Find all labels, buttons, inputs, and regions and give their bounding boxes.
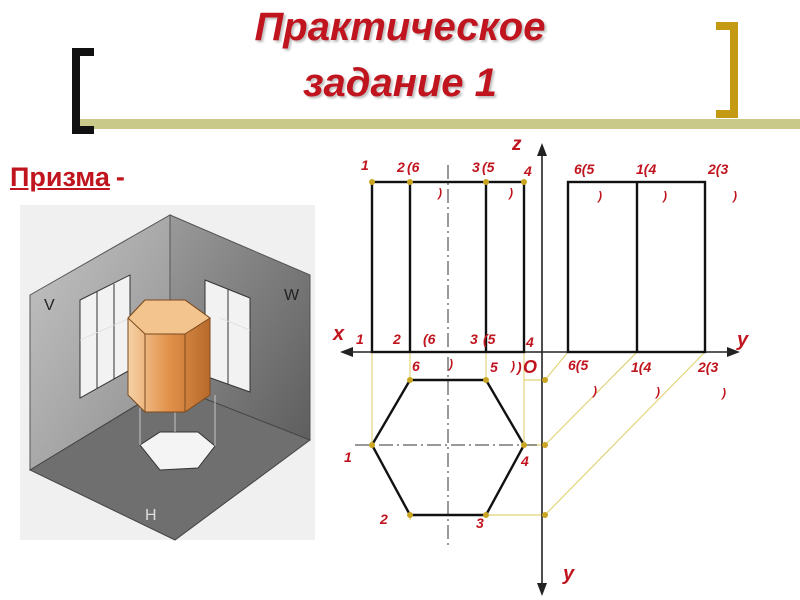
coordinate-axes (345, 150, 735, 590)
sv-bottom-label-1-4-close: ) (654, 385, 660, 399)
plan-label-3: 3 (476, 515, 484, 531)
front-view (370, 180, 526, 354)
sv-top-label-2-3-close: ) (731, 189, 737, 203)
sv-bottom-label-6-5-close: ) (591, 384, 597, 398)
title-divider (78, 119, 800, 129)
fv-top-label-5: (5 (482, 159, 495, 175)
fv-top-label-6: (6 (407, 159, 420, 175)
plan-label-4: 4 (520, 453, 529, 469)
fv-bottom-label-6: (6 (423, 331, 436, 347)
axis-label-y-bottom: y (562, 563, 575, 585)
slide-title-line-2: задание 1 (303, 61, 497, 105)
axis-label-x: x (332, 323, 345, 345)
fv-bottom-label-3: 3 (470, 331, 478, 347)
slide-title-line-1: Практическое (254, 5, 546, 49)
fv-top-label-6-close: ) (436, 186, 442, 200)
axis-z-arrow (537, 143, 547, 156)
sv-top-label-2-3: 2(3 (707, 161, 728, 177)
subject-dash: - (115, 162, 125, 192)
fv-top-label-3: 3 (472, 159, 480, 175)
sv-top-label-6-5-close: ) (596, 189, 602, 203)
side-view (566, 180, 707, 354)
vertex-points (369, 179, 548, 518)
axis-label-z: z (511, 134, 522, 155)
fv-top-label-1: 1 (361, 157, 369, 173)
sv-top-label-1-4-close: ) (661, 189, 667, 203)
plane-letter-v: V (44, 297, 55, 314)
plan-label-2: 2 (379, 511, 388, 527)
axis-label-y-right: y (736, 329, 749, 351)
plan-label-1: 1 (344, 449, 352, 465)
center-lines (355, 165, 545, 545)
plan-label-close: ) (515, 359, 522, 375)
right-bracket-decoration (716, 22, 738, 118)
plan-label-6: 6 (412, 358, 420, 374)
sv-top-label-1-4: 1(4 (636, 161, 656, 177)
fv-bottom-label-5: (5 (483, 331, 496, 347)
fv-bottom-label-2: 2 (392, 331, 401, 347)
plane-letter-w: W (284, 287, 300, 304)
plane-letter-h: H (145, 507, 157, 524)
sv-top-label-6-5: 6(5 (574, 161, 594, 177)
fv-bottom-label-1: 1 (356, 331, 364, 347)
sv-bottom-label-6-5: 6(5 (568, 357, 588, 373)
subject-label: Призма- (10, 162, 125, 193)
subject-word: Призма (10, 162, 110, 192)
fv-top-label-4: 4 (523, 163, 532, 179)
sv-bottom-label-2-3-close: ) (720, 386, 726, 400)
fv-top-label-2: 2 (396, 159, 405, 175)
sv-bottom-label-2-3: 2(3 (697, 359, 718, 375)
plan-label-5: 5 (490, 359, 498, 375)
sv-bottom-label-1-4: 1(4 (631, 359, 651, 375)
origin-label: O (523, 357, 537, 377)
axis-x-arrow (340, 347, 353, 357)
fv-bottom-label-5-close: ) (509, 359, 515, 373)
fv-top-label-5-close: ) (507, 186, 513, 200)
axis-y-arrow-right (727, 347, 740, 357)
fv-bottom-label-6-close: ) (447, 357, 453, 371)
axis-y-arrow-down (537, 583, 547, 596)
left-bracket-decoration (72, 48, 94, 134)
fv-bottom-label-4: 4 (525, 334, 534, 350)
construction-lines (371, 351, 706, 520)
